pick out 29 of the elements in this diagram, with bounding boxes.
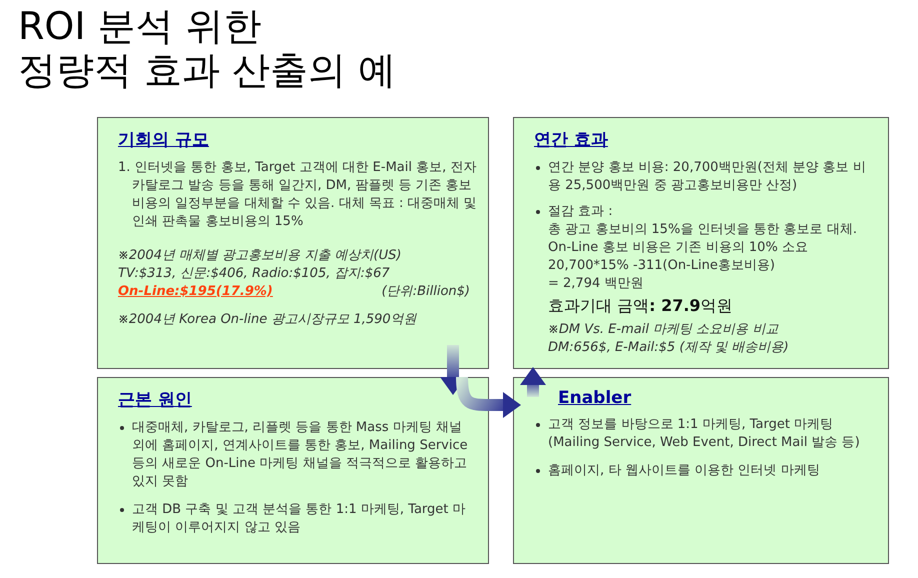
body-text: 총 광고 홍보비의 15%을 인터넷을 통한 홍보로 대체. On-Line 홍보 비용은 기존 비용의 10% 소요 <box>547 221 858 257</box>
result-text: 효과기대 금액: 27.9억원 <box>547 295 734 317</box>
body-text: = 2,794 백만원 <box>547 275 644 293</box>
section-heading: 연간 효과 <box>534 129 608 151</box>
bullet-item: 절감 효과 : <box>534 203 878 221</box>
panel-box <box>513 377 889 564</box>
arrow <box>520 367 546 397</box>
bullet-item: 고객 DB 구축 및 고객 분석을 통한 1:1 마케팅, Target 마케팅이 이루어지지 않고 있음 <box>118 501 478 537</box>
note-text: TV:$313, 신문:$406, Radio:$105, 잡지:$67 <box>118 265 391 283</box>
note-text: ※DM Vs. E-mail 마케팅 소요비용 비교 <box>547 321 780 339</box>
panel-box <box>97 117 489 369</box>
title: ROI 분석 위한 정량적 효과 산출의 예 <box>18 4 396 92</box>
bullet-item: 홈페이지, 타 웹사이트를 이용한 인터넷 마케팅 <box>534 462 878 480</box>
note-text: ※2004년 Korea On-line 광고시장규모 1,590억원 <box>118 311 418 329</box>
bullet-item: 대중매체, 카탈로그, 리플렛 등을 통한 Mass 마케팅 채널 외에 홈페이지, 연계사이트를 통한 홍보, Mailing Service 등의 새로운 On-Line 마케팅 채널을 적극적으로 활용하고 있지 못함 <box>118 419 478 491</box>
highlight-text: On-Line:$195(17.9%) <box>118 283 273 301</box>
section-heading: 근본 원인 <box>118 389 192 411</box>
bullet-item: 연간 분양 홍보 비용: 20,700백만원(전체 분양 홍보 비용 25,500백만원 중 광고홍보비용만 산정) <box>534 159 878 195</box>
panel-box <box>97 377 489 564</box>
bullet-item: 고객 정보를 바탕으로 1:1 마케팅, Target 마케팅 (Mailing Service, Web Event, Direct Mail 발송 등) <box>534 416 878 452</box>
note-text: ※2004년 매체별 광고홍보비용 지출 예상치(US) <box>118 247 402 265</box>
section-heading: 기회의 규모 <box>118 129 209 151</box>
arrow <box>456 376 521 418</box>
note-text: DM:656$, E-Mail:$5 (제작 및 배송비용) <box>547 339 790 357</box>
unit-note: (단위:Billion$) <box>382 283 470 301</box>
list-item: 1. 인터넷을 통한 홍보, Target 고객에 대한 E-Mail 홍보, 전자 카탈로그 발송 등을 통해 일간지, DM, 팜플렛 등 기존 홍보 비용의 일정부분을 대체할 수 있음. 대체 목표 : 대중매체 및 인쇄 판촉물 홍보비용의 15% <box>118 159 478 231</box>
panel-box <box>513 117 889 369</box>
body-text: 20,700*15% -311(On-Line홍보비용) <box>547 257 776 275</box>
section-heading: Enabler <box>558 388 632 408</box>
